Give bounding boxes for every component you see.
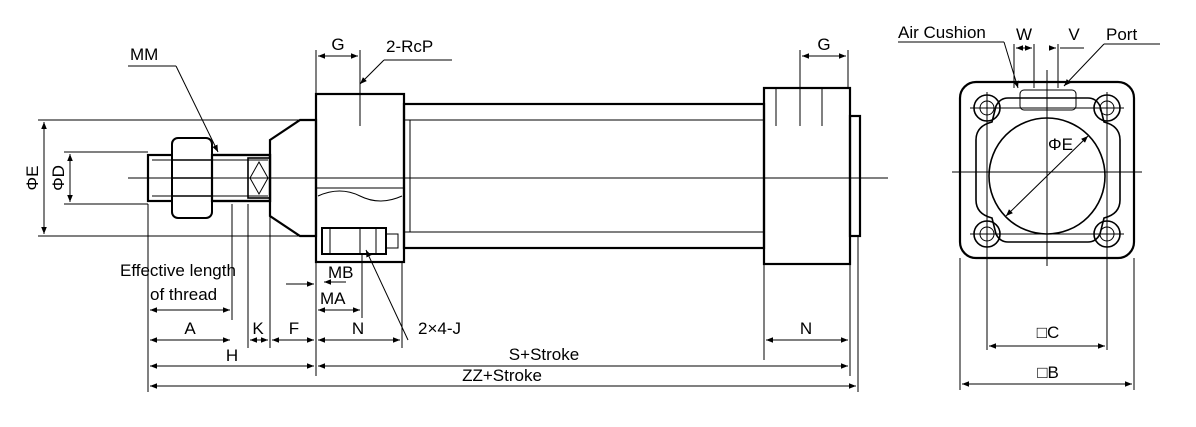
label-n-left: N xyxy=(352,319,364,338)
label-n-right: N xyxy=(800,319,812,338)
side-view: MM ΦE ΦD G 2-RcP G Effective length of t… xyxy=(23,35,888,392)
label-mb: MB xyxy=(328,263,354,282)
label-v: V xyxy=(1068,25,1080,44)
label-c: □C xyxy=(1037,323,1060,342)
label-mm: MM xyxy=(130,45,158,64)
label-g-left: G xyxy=(331,35,344,54)
label-of-thread: of thread xyxy=(150,285,217,304)
label-j: 2×4-J xyxy=(418,319,461,338)
label-phi-e-end: ΦE xyxy=(1048,135,1073,154)
label-s-stroke: S+Stroke xyxy=(509,345,579,364)
label-k: K xyxy=(252,319,264,338)
label-h: H xyxy=(226,346,238,365)
cylinder-tube xyxy=(402,102,766,250)
label-port: Port xyxy=(1106,25,1137,44)
label-phi-d: ΦD xyxy=(49,165,68,191)
label-f: F xyxy=(289,319,299,338)
label-rcp: 2-RcP xyxy=(386,37,433,56)
label-w: W xyxy=(1016,25,1032,44)
label-a: A xyxy=(184,319,196,338)
label-g-right: G xyxy=(817,35,830,54)
label-air-cushion: Air Cushion xyxy=(898,23,986,42)
label-ma: MA xyxy=(320,289,346,308)
label-zz-stroke: ZZ+Stroke xyxy=(462,366,542,385)
end-view: Air Cushion W V Port ΦE □C □B xyxy=(898,23,1160,390)
end-plate-inner xyxy=(975,97,1121,243)
end-cover xyxy=(762,86,852,266)
label-b: □B xyxy=(1037,363,1059,382)
label-effective-length: Effective length xyxy=(120,261,236,280)
label-phi-e: ΦE xyxy=(23,166,42,191)
